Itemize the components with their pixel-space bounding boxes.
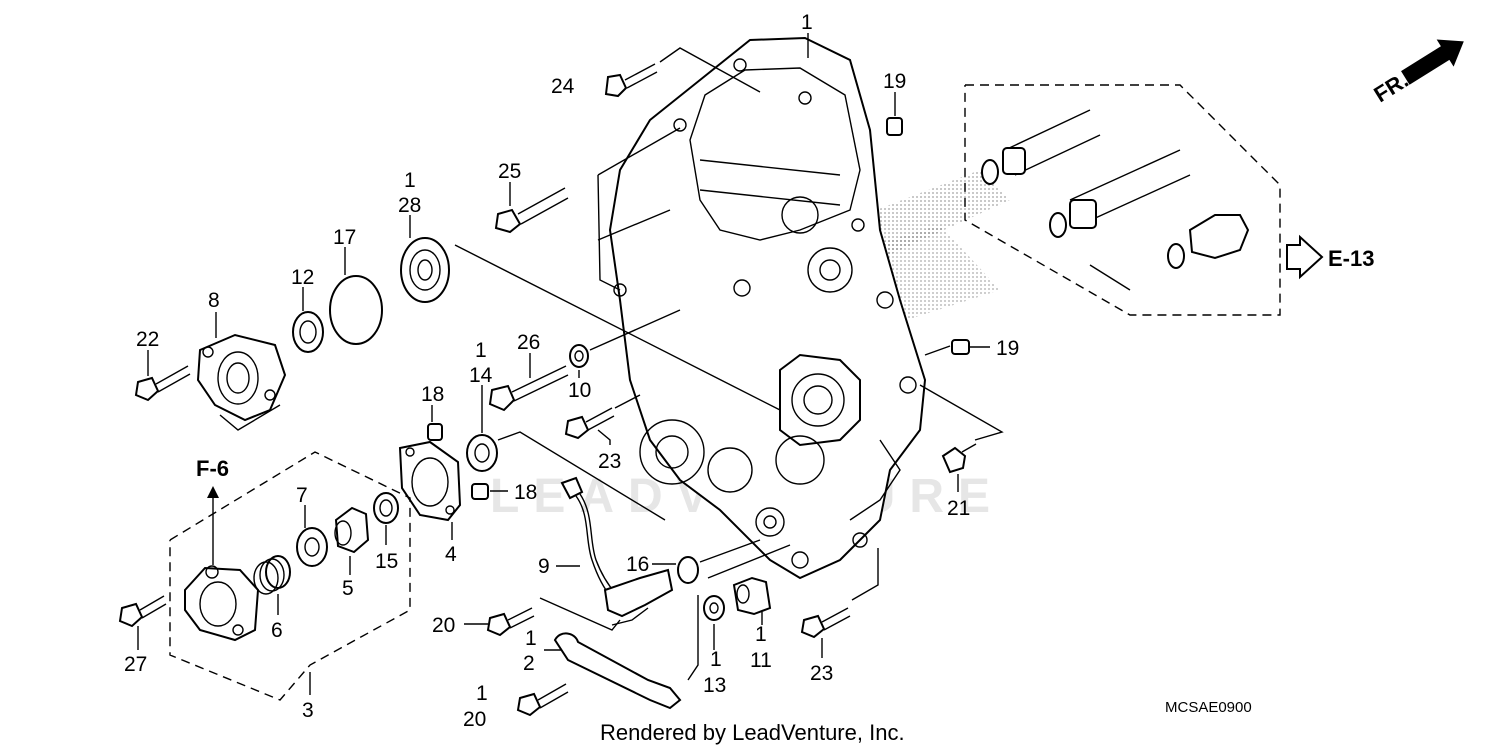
collar-5: [334, 506, 370, 554]
bolt-25: [494, 187, 569, 234]
callout-22[interactable]: 22: [136, 328, 159, 351]
collar-11: [732, 576, 772, 616]
callout-25[interactable]: 25: [498, 160, 521, 183]
washer-13: [703, 595, 725, 621]
callout-13[interactable]: 13: [703, 674, 726, 697]
callout-1-14[interactable]: 1: [475, 339, 487, 362]
dowel-18-middle: [471, 483, 489, 500]
callout-14[interactable]: 14: [469, 364, 493, 387]
e13-arrow-icon: [1286, 234, 1324, 280]
callout-27[interactable]: 27: [124, 653, 147, 676]
sensor-9: [560, 476, 674, 618]
callout-1-13[interactable]: 1: [710, 648, 722, 671]
f6-arrow-icon: [207, 486, 219, 498]
callout-24[interactable]: 24: [551, 75, 575, 98]
callout-7[interactable]: 7: [296, 484, 308, 507]
callout-1-11[interactable]: 1: [755, 623, 767, 646]
e13-parts: [981, 109, 1250, 291]
o-ring-16: [677, 556, 699, 584]
callout-10[interactable]: 10: [568, 379, 591, 402]
footer-credit: Rendered by LeadVenture, Inc.: [600, 720, 905, 745]
ref-f6[interactable]: F-6: [196, 456, 229, 481]
dowel-19-top: [886, 117, 903, 136]
callout-4[interactable]: 4: [445, 543, 457, 566]
callout-17[interactable]: 17: [333, 226, 356, 249]
callout-20-middle[interactable]: 20: [432, 614, 455, 637]
callout-20-bottom[interactable]: 20: [463, 708, 486, 731]
callout-11[interactable]: 11: [750, 649, 772, 672]
oil-seal-12: [292, 311, 324, 353]
group-3-box: [169, 451, 411, 701]
dowel-18-top: [427, 423, 443, 441]
callout-16[interactable]: 16: [626, 553, 649, 576]
ref-e13[interactable]: E-13: [1328, 246, 1374, 271]
front-direction-arrow-icon: [1401, 39, 1464, 85]
e13-group-box: [964, 84, 1281, 316]
bearing-14: [466, 434, 498, 472]
bearing-28: [400, 237, 450, 303]
callout-23-middle[interactable]: 23: [598, 450, 621, 473]
bolt-21: [941, 443, 977, 474]
o-ring-17: [329, 275, 383, 345]
cover-3: [184, 565, 260, 642]
bolt-26: [488, 365, 569, 412]
callout-9[interactable]: 9: [538, 555, 550, 578]
diagram-code: MCSAE0900: [1165, 699, 1252, 716]
gasket-4: [398, 440, 462, 522]
callout-5[interactable]: 5: [342, 577, 354, 600]
callout-19-right[interactable]: 19: [996, 337, 1019, 360]
bolt-24: [604, 63, 658, 98]
spring-6: [253, 555, 291, 595]
bolt-20-middle: [486, 607, 535, 637]
guide-plate-2: [553, 632, 682, 710]
callout-1-cover[interactable]: 1: [801, 11, 813, 34]
callout-6[interactable]: 6: [271, 619, 283, 642]
callout-23-bottom[interactable]: 23: [810, 662, 833, 685]
callout-15[interactable]: 15: [375, 550, 398, 573]
bolt-22: [134, 365, 191, 402]
callout-8[interactable]: 8: [208, 289, 220, 312]
callout-18-middle[interactable]: 18: [514, 481, 537, 504]
bolt-23-bottom: [800, 607, 851, 639]
callout-19-top[interactable]: 19: [883, 70, 906, 93]
bolt-27: [118, 595, 167, 628]
callout-28[interactable]: 28: [398, 194, 421, 217]
callout-1-bearing[interactable]: 1: [404, 169, 416, 192]
callout-1-2[interactable]: 1: [525, 627, 537, 650]
callout-18-top[interactable]: 18: [421, 383, 444, 406]
callout-3[interactable]: 3: [302, 699, 314, 722]
bolt-23-middle: [564, 407, 615, 440]
bearing-15: [373, 492, 399, 524]
bearing-holder-8: [196, 333, 287, 422]
washer-10: [569, 344, 589, 368]
callout-12[interactable]: 12: [291, 266, 314, 289]
bolt-20-bottom: [516, 683, 569, 717]
callout-1-20[interactable]: 1: [476, 682, 488, 705]
callout-26[interactable]: 26: [517, 331, 540, 354]
crankcase-cover: [608, 36, 927, 580]
dowel-19-right: [951, 339, 970, 355]
bearing-7: [296, 527, 328, 567]
callout-2[interactable]: 2: [523, 652, 535, 675]
callout-21[interactable]: 21: [947, 497, 970, 520]
